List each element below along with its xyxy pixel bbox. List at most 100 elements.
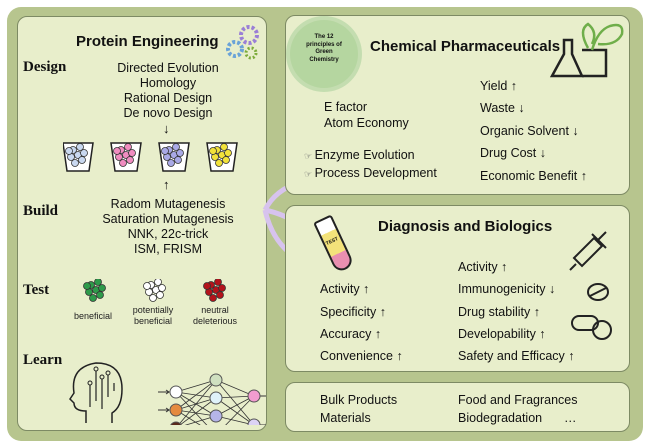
metric: E factor: [324, 100, 368, 114]
test-dot: [149, 294, 157, 302]
test-result-clusters: [83, 279, 226, 302]
build-method: Saturation Mutagenesis: [102, 212, 234, 226]
test-dot: [94, 279, 102, 286]
approach: ☞ Process Development: [304, 166, 437, 180]
variant-dot: [220, 143, 228, 151]
protein-engineering-panel: Protein Engineering Design Directed Evol…: [17, 16, 267, 431]
variant-dot: [224, 149, 232, 157]
nn-node: [247, 389, 261, 403]
neural-network-icon: [158, 373, 266, 425]
arrow-down-icon: ↓: [163, 121, 170, 136]
biologics-property: Developability ↑: [458, 327, 546, 341]
test-dot: [214, 279, 222, 286]
application: Food and Fragrances: [458, 393, 578, 407]
nn-edge: [175, 379, 217, 393]
nn-node: [169, 385, 183, 399]
output-arrow-icon: [260, 424, 266, 425]
build-label: Build: [23, 203, 59, 219]
build-method: Radom Mutagenesis: [110, 197, 226, 211]
build-method: ISM, FRISM: [133, 242, 203, 256]
nn-node: [169, 403, 183, 417]
library-wells: [63, 142, 238, 172]
tube-label: TEST: [325, 236, 340, 247]
test-dot: [209, 294, 217, 302]
variant-dot: [174, 156, 182, 164]
application: Bulk Products: [320, 393, 398, 407]
variant-dot: [167, 159, 175, 167]
nn-edge: [215, 379, 255, 397]
nn-node: [209, 409, 223, 423]
test-dot: [154, 279, 162, 286]
variant-dot: [222, 156, 230, 164]
badge-text: The 12 principles of Green Chemistry: [306, 34, 342, 63]
flask-leaf-icon: [549, 22, 624, 78]
test-dot: [96, 291, 104, 299]
variant-dot: [124, 143, 132, 151]
test-group-label: neutral deleterious: [192, 305, 238, 326]
input-arrow-icon: [158, 389, 170, 395]
ellipsis: …: [564, 411, 577, 425]
test-dot: [216, 291, 224, 299]
input-arrow-icon: [158, 407, 170, 413]
nn-edge: [175, 409, 201, 425]
learn-label: Learn: [23, 352, 63, 368]
diagnosis-biologics-panel: Diagnosis and Biologics TEST Activity ↑ …: [285, 205, 630, 372]
pointing-hand-icon: ☞: [304, 169, 315, 179]
biologics-property: Drug stability ↑: [458, 305, 540, 319]
arrow-up-icon: ↑: [163, 177, 170, 192]
variant-dot: [172, 143, 180, 151]
biologics-property: Immunogenicity ↓: [458, 282, 556, 296]
test-group-label: potentially beneficial: [132, 305, 174, 326]
nn-edge: [184, 415, 217, 425]
variant-dot: [126, 156, 134, 164]
variant-dot: [113, 147, 121, 155]
pills-icon: [571, 283, 612, 340]
variant-dot: [128, 149, 136, 157]
test-dot: [156, 291, 164, 299]
application: Biodegradation: [458, 411, 543, 425]
pointing-hand-icon: ☞: [304, 151, 315, 161]
variant-dot: [119, 159, 127, 167]
test-dot: [143, 282, 151, 290]
test-tube-icon: TEST: [313, 214, 355, 274]
variant-dot: [65, 147, 73, 155]
nn-edge: [215, 379, 255, 425]
test-dot: [83, 282, 91, 290]
nn-edge: [179, 397, 217, 425]
variant-dot: [209, 147, 217, 155]
panel-title: Chemical Pharmaceuticals: [370, 38, 561, 55]
diagnosis-property: Specificity ↑: [320, 305, 386, 319]
biologics-property: Safety and Efficacy ↑: [458, 349, 575, 363]
chemical-pharmaceuticals-panel: The 12 principles of Green Chemistry Che…: [285, 15, 630, 195]
panel-title: Diagnosis and Biologics: [378, 218, 553, 235]
nn-node: [209, 391, 223, 405]
variant-dot: [76, 143, 84, 151]
biologics-property: Activity ↑: [458, 260, 508, 274]
outcome: Drug Cost ↓: [480, 146, 546, 160]
green-chemistry-badge: The 12 principles of Green Chemistry: [290, 20, 358, 88]
outcome: Waste ↓: [480, 101, 525, 115]
approach: ☞ Enzyme Evolution: [304, 148, 415, 162]
diagnosis-property: Accuracy ↑: [320, 327, 382, 341]
panel-title: Protein Engineering: [76, 33, 219, 50]
nn-node: [209, 373, 223, 387]
nn-edge: [215, 415, 255, 425]
design-method: De novo Design: [123, 106, 213, 120]
brain-head-icon: [69, 362, 123, 423]
test-dot: [218, 284, 226, 292]
test-dot: [158, 284, 166, 292]
nn-edge: [215, 395, 255, 417]
diagnosis-property: Convenience ↑: [320, 349, 403, 363]
diagnosis-property: Activity ↑: [320, 282, 370, 296]
test-dot: [98, 284, 106, 292]
design-method: Directed Evolution: [117, 61, 219, 75]
variant-dot: [80, 149, 88, 157]
nn-edge: [177, 379, 217, 425]
other-applications-panel: Bulk Products Materials Food and Fragran…: [285, 382, 630, 432]
metric: Atom Economy: [324, 116, 409, 130]
test-label: Test: [23, 282, 50, 298]
syringe-icon: [569, 231, 607, 271]
nn-node: [247, 418, 261, 425]
application: Materials: [320, 411, 371, 425]
nn-node: [170, 421, 182, 425]
